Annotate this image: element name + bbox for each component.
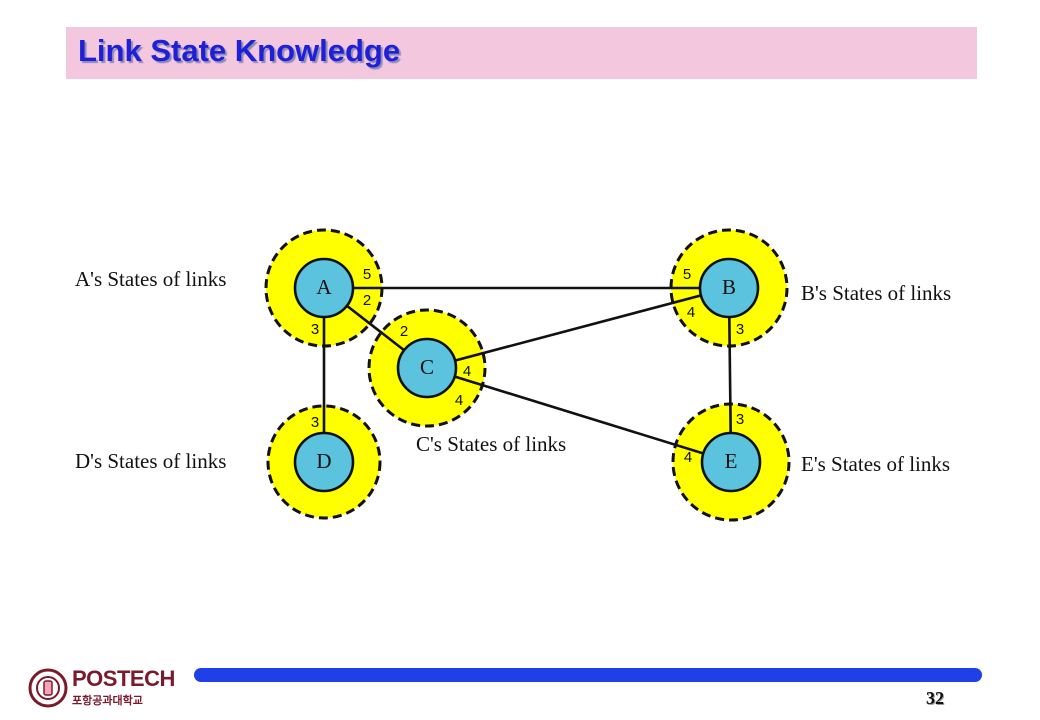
caption-b: B's States of links xyxy=(801,281,951,305)
link-c-b xyxy=(426,286,730,370)
node-label-a: A xyxy=(316,275,332,299)
postech-logo: POSTECH 포항공과대학교 xyxy=(28,664,198,710)
node-e xyxy=(700,431,762,493)
nodes: A B C D E xyxy=(293,257,762,493)
caption-c: C's States of links xyxy=(416,432,566,456)
cost-label-b-side-of-c: 4 xyxy=(687,304,695,321)
cost-label-c-side-of-a: 2 xyxy=(400,323,408,340)
title-band: Link State Knowledge xyxy=(66,27,977,79)
postech-emblem-icon xyxy=(28,668,68,708)
node-label-e: E xyxy=(725,449,738,473)
cost-label-b-side-of-e: 3 xyxy=(736,321,744,338)
cost-label-e-side-of-c: 4 xyxy=(684,449,692,466)
cost-label-b-side-of-a: 5 xyxy=(683,266,691,283)
footer-bar xyxy=(194,668,982,682)
cost-label-a-side-of-d: 3 xyxy=(311,321,319,338)
node-c xyxy=(396,337,458,399)
page-number: 32 xyxy=(926,688,944,708)
cost-label-c-side-of-e: 4 xyxy=(455,392,463,409)
cost-label-e-side-of-b: 3 xyxy=(736,411,744,428)
cost-label-d-side-of-a: 3 xyxy=(311,414,319,431)
node-d xyxy=(293,431,355,493)
logo-subtitle: 포항공과대학교 xyxy=(72,694,143,707)
caption-a: A's States of links xyxy=(75,267,226,291)
slide-title: Link State Knowledge xyxy=(78,33,401,68)
link-c-e xyxy=(426,366,732,464)
node-b xyxy=(698,257,760,319)
logo-wordmark: POSTECH xyxy=(72,666,175,691)
node-label-c: C xyxy=(420,355,434,379)
node-label-b: B xyxy=(722,275,736,299)
caption-d: D's States of links xyxy=(75,449,226,473)
cost-label-a-side-of-b: 5 xyxy=(363,266,371,283)
cost-label-a-side-of-c: 2 xyxy=(363,292,371,309)
node-label-d: D xyxy=(316,449,331,473)
cost-label-c-side-of-b: 4 xyxy=(463,363,471,380)
node-a xyxy=(293,257,355,319)
caption-e: E's States of links xyxy=(801,452,950,476)
